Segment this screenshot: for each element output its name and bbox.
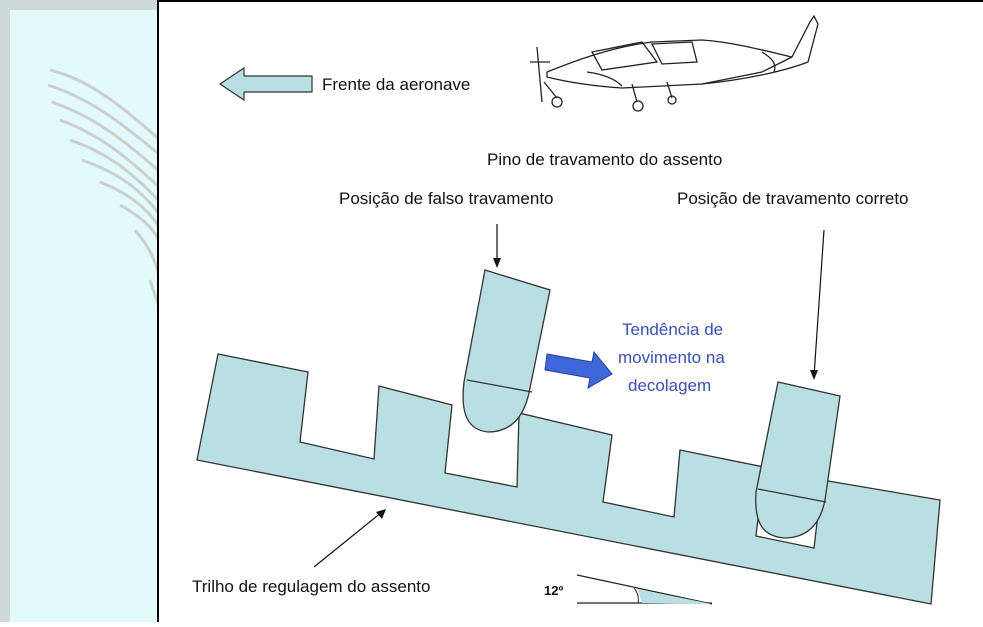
rail-pointer-head: [376, 509, 386, 519]
false-lock-pointer-head: [493, 258, 501, 268]
seat-rail: [196, 353, 941, 605]
background-border: [0, 0, 162, 622]
false-lock-pin: [462, 269, 551, 433]
seat-rail-label: Trilho de regulagem do assento: [192, 577, 430, 596]
airplane-icon: [530, 14, 819, 112]
correct-lock-label: Posição de travamento correto: [677, 189, 909, 208]
takeoff-tendency-line-2: movimento na: [618, 348, 725, 367]
seat-pin-label: Pino de travamento do assento: [487, 150, 722, 169]
diagram-frame: Frente da aeronave Pino de travamento do…: [157, 0, 983, 622]
angle-label: 12º: [544, 583, 563, 598]
wing-watermark-icon: [47, 68, 162, 311]
right-arrow-icon: [544, 350, 613, 389]
diagram-canvas: Frente da aeronave Pino de travamento do…: [192, 14, 941, 605]
left-arrow-icon: [218, 66, 313, 102]
takeoff-tendency-line-3: decolagem: [628, 376, 711, 395]
takeoff-tendency-line-1: Tendência de: [622, 320, 723, 339]
rail-pointer: [313, 511, 383, 568]
false-lock-label: Posição de falso travamento: [339, 189, 554, 208]
correct-lock-pointer: [813, 229, 825, 377]
angle-indicator: [576, 574, 713, 605]
aircraft-front-label: Frente da aeronave: [322, 75, 470, 94]
correct-lock-pointer-head: [810, 370, 818, 380]
correct-lock-pin: [755, 381, 841, 539]
